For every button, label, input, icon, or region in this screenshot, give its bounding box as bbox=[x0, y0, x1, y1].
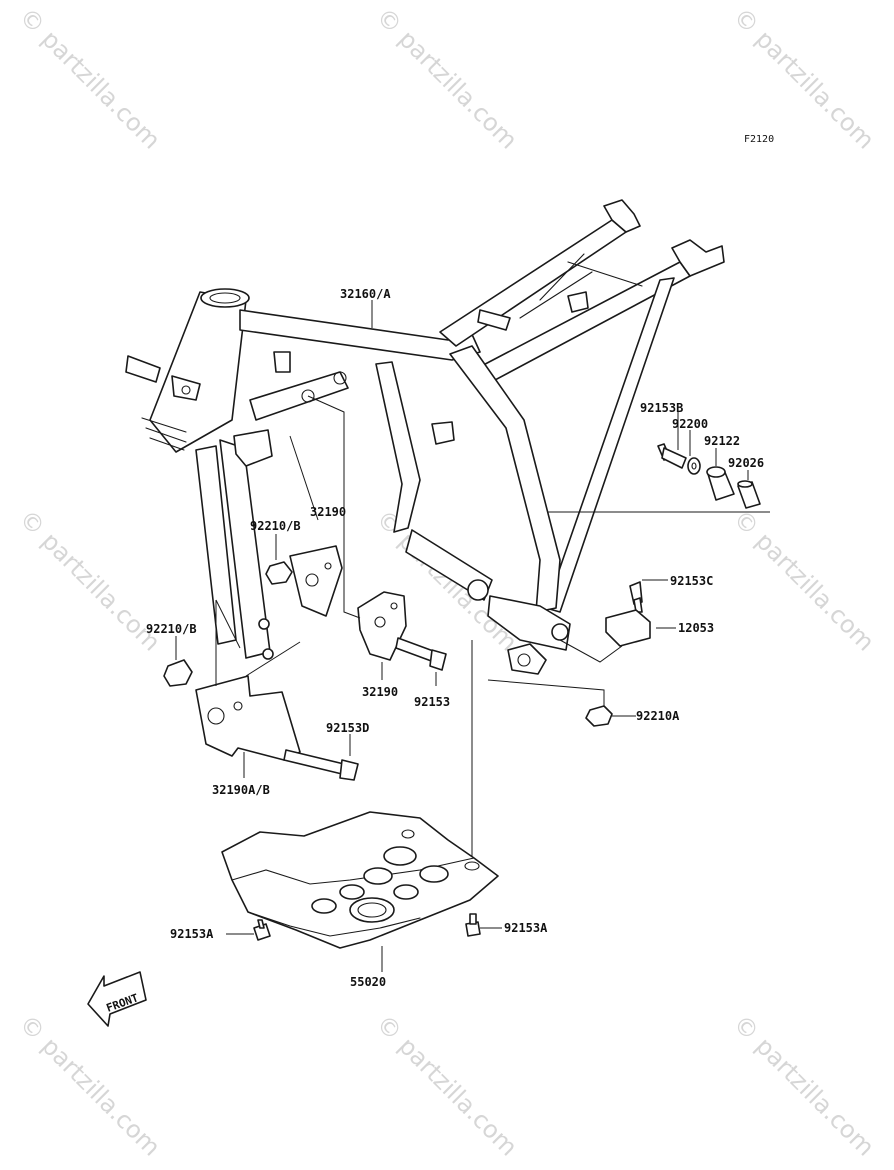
callout-55020: 55020 bbox=[350, 975, 386, 989]
callout-92026: 92026 bbox=[728, 456, 764, 470]
callout-92153c: 92153C bbox=[670, 574, 713, 588]
callout-32190-upper: 32190 bbox=[310, 505, 346, 519]
callout-labels: 32160/A 92153B 92200 92122 92026 92210/B… bbox=[146, 287, 764, 989]
washer-92200[interactable] bbox=[687, 457, 701, 475]
collar-92122[interactable] bbox=[706, 466, 735, 501]
callout-32190ab: 32190A/B bbox=[212, 783, 270, 797]
watermark-2: © partzilla.com bbox=[371, 2, 523, 154]
bolt-92153c[interactable] bbox=[629, 581, 643, 613]
leader-lines bbox=[175, 300, 770, 972]
callout-92153: 92153 bbox=[414, 695, 450, 709]
nut-92210b-lower[interactable] bbox=[163, 659, 193, 687]
nut-92210b-upper[interactable] bbox=[265, 561, 293, 585]
callout-92153b: 92153B bbox=[640, 401, 683, 415]
callout-92210a: 92210A bbox=[636, 709, 680, 723]
callout-92153a-right: 92153A bbox=[504, 921, 548, 935]
frame-32160a[interactable] bbox=[125, 199, 725, 675]
front-arrow-icon: FRONT bbox=[87, 971, 147, 1027]
callout-92210b-upper: 92210/B bbox=[250, 519, 301, 533]
callout-12053: 12053 bbox=[678, 621, 714, 635]
callout-92210b-lower: 92210/B bbox=[146, 622, 197, 636]
watermark-7: © partzilla.com bbox=[14, 1009, 166, 1161]
bolt-92153d[interactable] bbox=[283, 749, 359, 781]
figure-code: F2120 bbox=[744, 134, 774, 145]
watermark-6: © partzilla.com bbox=[728, 504, 880, 656]
nut-92210a[interactable] bbox=[585, 705, 613, 727]
callout-32160a: 32160/A bbox=[340, 287, 391, 301]
watermark-8: © partzilla.com bbox=[371, 1009, 523, 1161]
bolt-92153a-left[interactable] bbox=[253, 919, 271, 941]
bolt-92153[interactable] bbox=[395, 637, 447, 671]
callout-92153a-left: 92153A bbox=[170, 927, 214, 941]
sleeve-92026[interactable] bbox=[737, 480, 761, 509]
callout-92122: 92122 bbox=[704, 434, 740, 448]
callout-92200: 92200 bbox=[672, 417, 708, 431]
watermark-4: © partzilla.com bbox=[14, 504, 166, 656]
callout-32190-lower: 32190 bbox=[362, 685, 398, 699]
skid-plate-55020[interactable] bbox=[221, 811, 499, 949]
engine-bracket-upper-32190[interactable] bbox=[289, 545, 343, 617]
engine-bracket-front-32190ab[interactable] bbox=[195, 675, 301, 761]
bolt-92153a-right[interactable] bbox=[465, 913, 481, 937]
rubber-12053[interactable] bbox=[605, 609, 651, 647]
watermark-9: © partzilla.com bbox=[728, 1009, 880, 1161]
bolt-92153b[interactable] bbox=[657, 443, 687, 469]
callout-92153d: 92153D bbox=[326, 721, 369, 735]
watermark-1: © partzilla.com bbox=[14, 2, 166, 154]
watermark-3: © partzilla.com bbox=[728, 2, 880, 154]
